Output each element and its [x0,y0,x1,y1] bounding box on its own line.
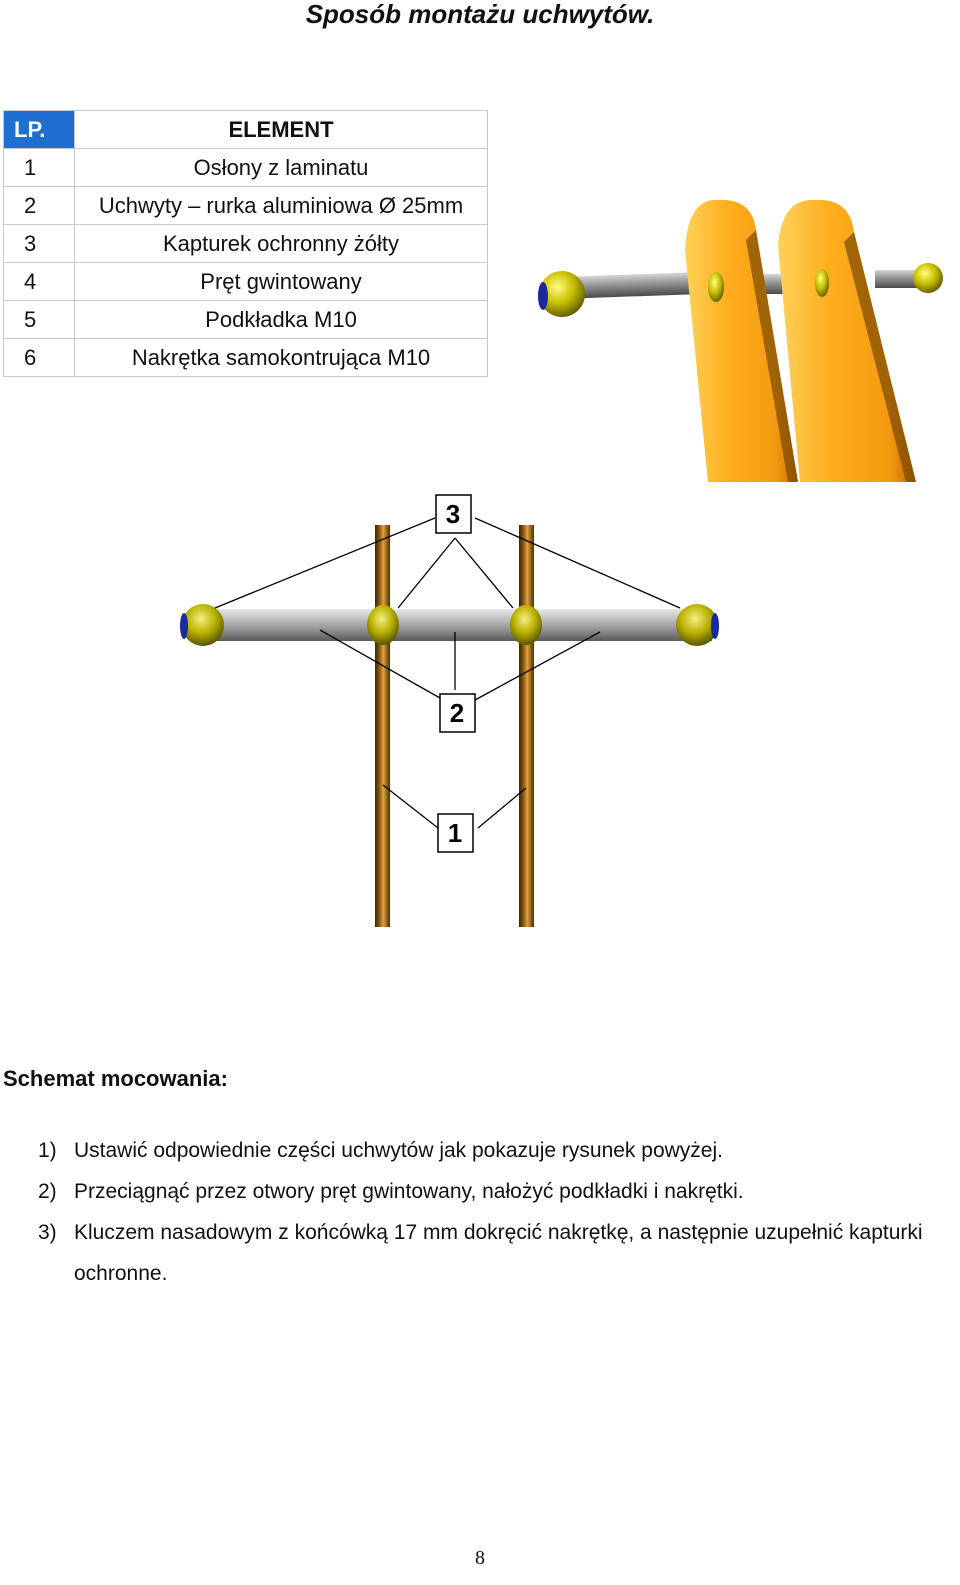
table-row: 1 Osłony z laminatu [3,148,488,187]
handle-3d-render [538,199,943,482]
step-number: 2) [38,1180,57,1203]
handle-tube [200,609,712,641]
row-name: Osłony z laminatu [74,148,488,187]
washer [708,272,724,302]
list-item: 2) Przeciągnąć przez otwory pręt gwintow… [38,1171,953,1212]
row-number: 6 [3,338,75,377]
step-text: Ustawić odpowiednie części uchwytów jak … [74,1139,723,1162]
table-row: 4 Pręt gwintowany [3,262,488,301]
laminate-panel-edge [375,525,390,927]
end-cap-face [180,613,188,639]
schemat-heading: Schemat mocowania: [3,1066,228,1091]
page-number: 8 [475,1547,485,1569]
table-row: 5 Podkładka M10 [3,300,488,339]
row-name: Uchwyty – rurka aluminiowa Ø 25mm [74,186,488,225]
row-number: 1 [3,148,75,187]
laminate-panel-edge [519,525,534,927]
table-header-row: LP. ELEMENT [3,110,488,149]
washer [815,269,829,297]
parts-table: LP. ELEMENT 1 Osłony z laminatu 2 Uchwyt… [3,110,488,377]
header-element: ELEMENT [74,110,488,149]
end-cap [539,271,585,317]
front-view-schematic: 3 2 1 [180,494,719,927]
svg-text:2: 2 [450,698,464,728]
step-number: 1) [38,1139,57,1162]
row-name: Kapturek ochronny żółty [74,224,488,263]
table-row: 3 Kapturek ochronny żółty [3,224,488,263]
header-lp: LP. [3,110,75,149]
washer [367,605,399,645]
page-title: Sposób montażu uchwytów. [305,0,655,29]
row-number: 2 [3,186,75,225]
step-number: 3) [38,1221,57,1244]
row-name: Pręt gwintowany [74,262,488,301]
row-name: Podkładka M10 [74,300,488,339]
row-number: 5 [3,300,75,339]
end-cap-face [711,613,719,639]
step-text: Kluczem nasadowym z końcówką 17 mm dokrę… [74,1221,923,1285]
callout-2: 2 [439,693,476,733]
list-item: 3) Kluczem nasadowym z końcówką 17 mm do… [38,1212,953,1294]
step-text: Przeciągnąć przez otwory pręt gwintowany… [74,1180,744,1203]
svg-text:1: 1 [448,818,462,848]
table-row: 6 Nakrętka samokontrująca M10 [3,338,488,377]
row-name: Nakrętka samokontrująca M10 [74,338,488,377]
rod-segment [560,271,720,299]
list-item: 1) Ustawić odpowiednie części uchwytów j… [38,1130,953,1171]
end-cap [676,604,718,646]
assembly-steps: 1) Ustawić odpowiednie części uchwytów j… [38,1130,953,1294]
row-number: 3 [3,224,75,263]
svg-text:3: 3 [446,499,460,529]
end-cap [182,604,224,646]
callout-3: 3 [435,494,472,534]
callout-1: 1 [437,813,474,853]
row-number: 4 [3,262,75,301]
end-cap-face [538,282,548,310]
laminate-panel [778,199,916,482]
end-cap [913,263,943,293]
table-row: 2 Uchwyty – rurka aluminiowa Ø 25mm [3,186,488,225]
washer [510,605,542,645]
laminate-panel [685,199,798,482]
